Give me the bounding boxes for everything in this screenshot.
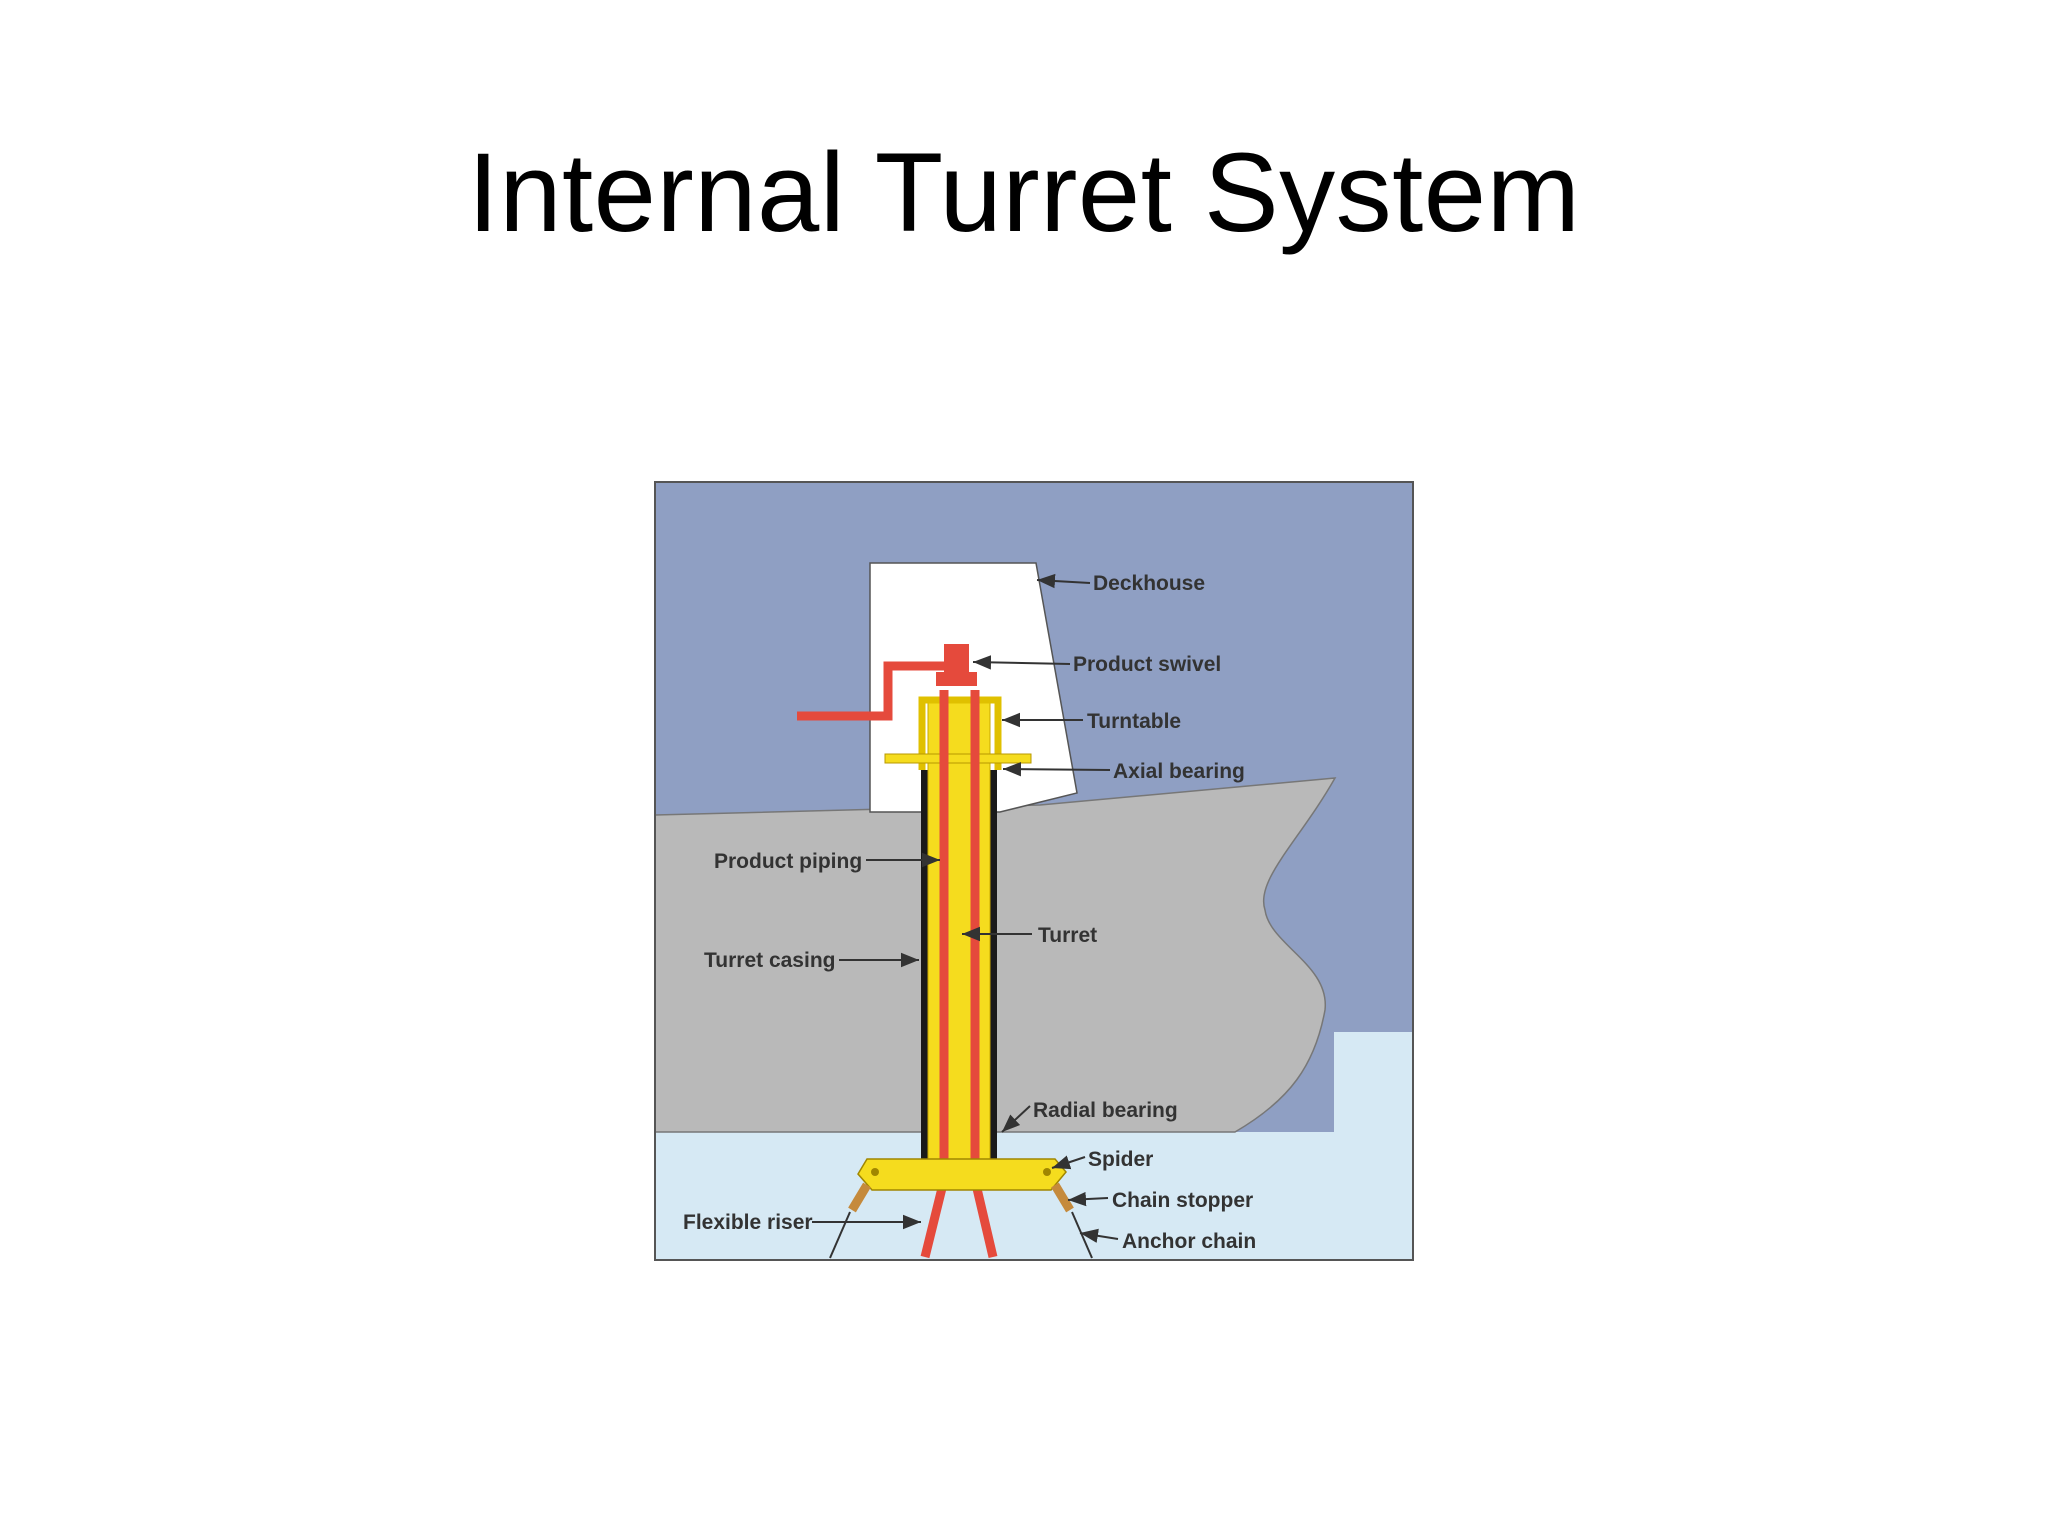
sea-area bbox=[655, 1132, 1413, 1260]
label-turret-casing: Turret casing bbox=[704, 949, 835, 972]
label-radial-bearing: Radial bearing bbox=[1033, 1099, 1178, 1122]
spider bbox=[857, 1158, 1067, 1191]
label-turntable: Turntable bbox=[1087, 710, 1181, 733]
label-spider: Spider bbox=[1088, 1148, 1153, 1171]
leader-radial-bearing bbox=[1001, 1105, 1031, 1133]
swivel-base bbox=[936, 672, 977, 686]
label-axial-bearing: Axial bearing bbox=[1113, 760, 1245, 783]
leader-chain-stopper bbox=[1067, 1191, 1109, 1207]
leader-spider bbox=[1051, 1155, 1086, 1170]
leader-anchor-chain bbox=[1079, 1228, 1119, 1243]
spider-pin-right bbox=[1043, 1168, 1051, 1176]
right-sea-area bbox=[1334, 1032, 1413, 1132]
slide-title: Internal Turret System bbox=[467, 130, 1581, 255]
swivel-outlet-pipe bbox=[797, 661, 944, 721]
label-flexible-riser: Flexible riser bbox=[683, 1211, 813, 1234]
spider-pin-left bbox=[871, 1168, 879, 1176]
chain-stopper-left bbox=[848, 1182, 871, 1213]
label-chain-stopper: Chain stopper bbox=[1112, 1189, 1253, 1212]
chain-stopper-right bbox=[1051, 1182, 1074, 1213]
diagram-frame bbox=[654, 481, 1414, 1261]
label-product-piping: Product piping bbox=[714, 850, 862, 873]
label-product-swivel: Product swivel bbox=[1073, 653, 1221, 676]
turntable bbox=[918, 696, 1002, 770]
anchor-chain-left bbox=[829, 1211, 851, 1259]
axial-bearing bbox=[884, 753, 1032, 764]
label-deckhouse: Deckhouse bbox=[1093, 572, 1205, 595]
turret bbox=[927, 699, 991, 1161]
label-turret: Turret bbox=[1038, 924, 1097, 947]
label-anchor-chain: Anchor chain bbox=[1122, 1230, 1256, 1253]
leader-axial-bearing bbox=[1002, 761, 1111, 777]
leader-product-swivel bbox=[972, 655, 1071, 670]
leader-deckhouse bbox=[1036, 573, 1091, 589]
